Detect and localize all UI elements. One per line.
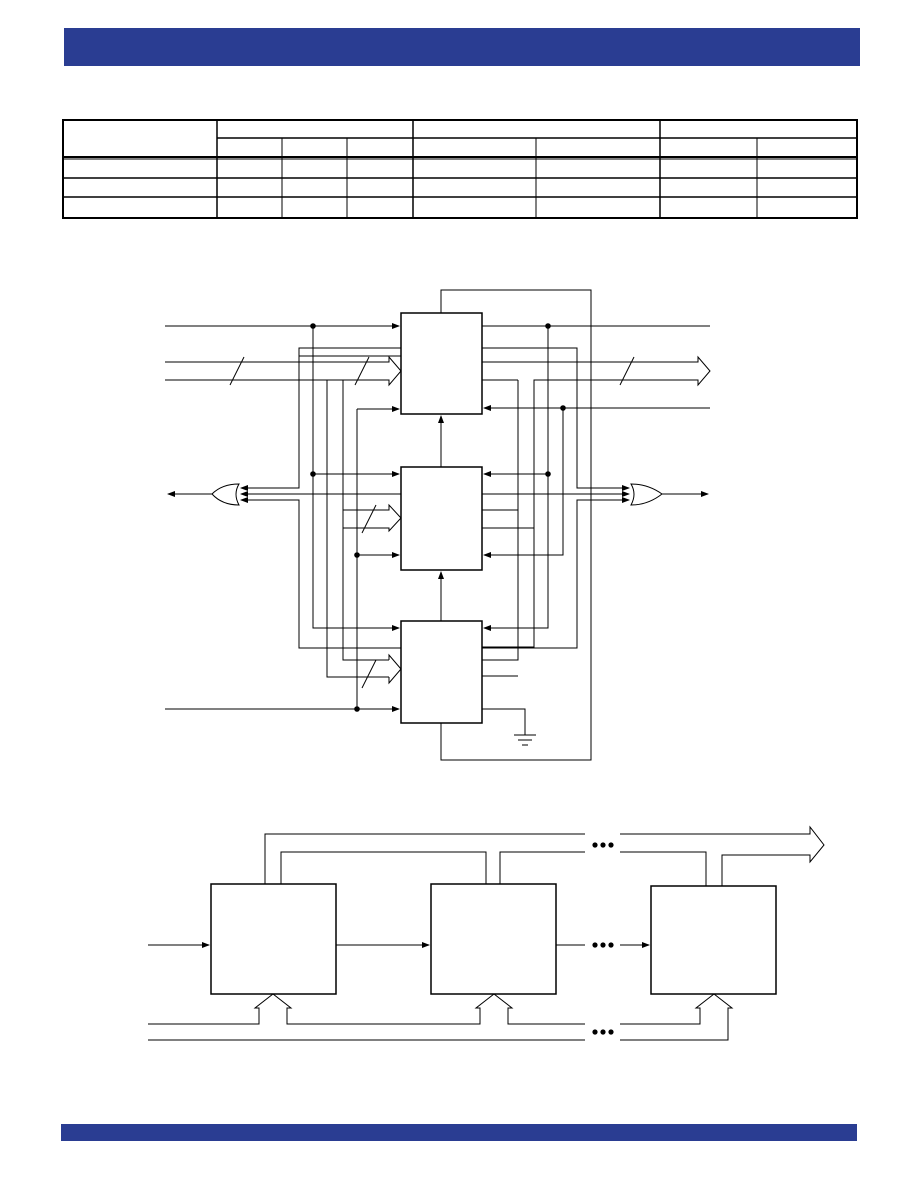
block-bottom <box>400 620 483 724</box>
or-gate-right <box>630 483 663 506</box>
continuation-marks <box>592 842 614 1035</box>
figure-1-schematic <box>165 289 711 761</box>
footer-band <box>61 1124 857 1141</box>
block-middle <box>400 466 483 571</box>
figure-2-cascade <box>148 825 825 1041</box>
block-top <box>400 312 483 415</box>
spec-table <box>62 119 858 219</box>
cascade-block-2 <box>430 883 557 995</box>
header-band <box>64 28 860 66</box>
or-gate-left <box>211 483 240 506</box>
cascade-block-1 <box>210 883 337 995</box>
cascade-block-3 <box>650 885 777 995</box>
